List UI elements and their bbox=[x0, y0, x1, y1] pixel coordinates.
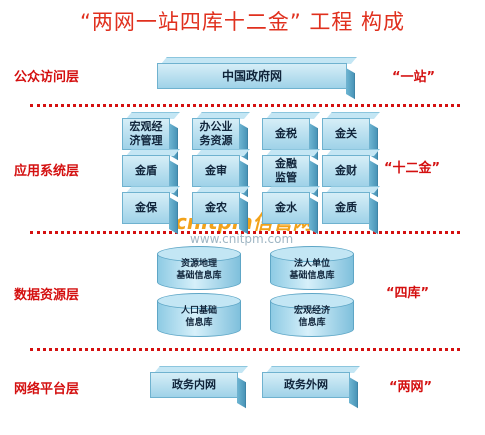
database-label: 法人单位 基础信息库 bbox=[289, 259, 335, 281]
app-system-box: 金财 bbox=[322, 149, 380, 198]
app-system-box: 金盾 bbox=[122, 149, 180, 198]
network-box-label: 政务内网 bbox=[150, 372, 238, 398]
app-system-box: 金农 bbox=[192, 186, 250, 235]
database-label: 人口基础 信息库 bbox=[180, 306, 217, 328]
diagram-title: “两网一站四库十二金” 工程 构成 bbox=[79, 10, 406, 34]
app-system-box: 办公业 务资源 bbox=[192, 112, 250, 161]
app-system-box-label: 金盾 bbox=[122, 155, 170, 187]
database-cylinder: 法人单位 基础信息库 bbox=[270, 246, 354, 290]
app-system-box: 金税 bbox=[262, 112, 320, 161]
layer-label-access: 公众访问层 bbox=[14, 70, 80, 85]
layer-quote-application: “十二金” bbox=[384, 161, 441, 176]
watermark-url: www.cnitpm.com bbox=[190, 232, 294, 246]
app-system-box-label: 金审 bbox=[192, 155, 240, 187]
network-box: 政务内网 bbox=[150, 366, 248, 409]
database-cylinder: 资源地理 基础信息库 bbox=[157, 246, 241, 290]
app-system-box: 宏观经 济管理 bbox=[122, 112, 180, 161]
app-system-box: 金质 bbox=[322, 186, 380, 235]
app-system-box-label: 宏观经 济管理 bbox=[122, 118, 170, 150]
app-system-box-label: 金财 bbox=[322, 155, 370, 187]
database-label: 资源地理 基础信息库 bbox=[176, 259, 222, 281]
network-box-label: 政务外网 bbox=[262, 372, 350, 398]
app-system-box-label: 办公业 务资源 bbox=[192, 118, 240, 150]
layer-quote-data: “四库” bbox=[386, 286, 430, 301]
layer-quote-network: “两网” bbox=[389, 380, 433, 395]
app-system-box-label: 金关 bbox=[322, 118, 370, 150]
app-system-box-label: 金农 bbox=[192, 192, 240, 224]
network-box: 政务外网 bbox=[262, 366, 360, 409]
layer-label-data: 数据资源层 bbox=[14, 288, 80, 303]
app-system-box: 金审 bbox=[192, 149, 250, 198]
portal-label: 中国政府网 bbox=[157, 63, 347, 89]
layer-label-network: 网络平台层 bbox=[14, 382, 80, 397]
database-cylinder: 宏观经济 信息库 bbox=[270, 293, 354, 337]
app-system-box-label: 金保 bbox=[122, 192, 170, 224]
app-system-box-label: 金质 bbox=[322, 192, 370, 224]
app-system-box-label: 金税 bbox=[262, 118, 310, 150]
portal-box: 中国政府网 bbox=[157, 57, 357, 100]
separator bbox=[30, 104, 460, 107]
app-system-box: 金水 bbox=[262, 186, 320, 235]
app-system-box: 金保 bbox=[122, 186, 180, 235]
app-system-box-label: 金融 监管 bbox=[262, 155, 310, 187]
separator bbox=[30, 348, 460, 351]
layer-quote-access: “一站” bbox=[392, 70, 436, 85]
layer-label-application: 应用系统层 bbox=[14, 164, 80, 179]
database-cylinder: 人口基础 信息库 bbox=[157, 293, 241, 337]
app-system-box: 金融 监管 bbox=[262, 149, 320, 198]
app-system-box-label: 金水 bbox=[262, 192, 310, 224]
app-system-box: 金关 bbox=[322, 112, 380, 161]
database-label: 宏观经济 信息库 bbox=[293, 306, 330, 328]
